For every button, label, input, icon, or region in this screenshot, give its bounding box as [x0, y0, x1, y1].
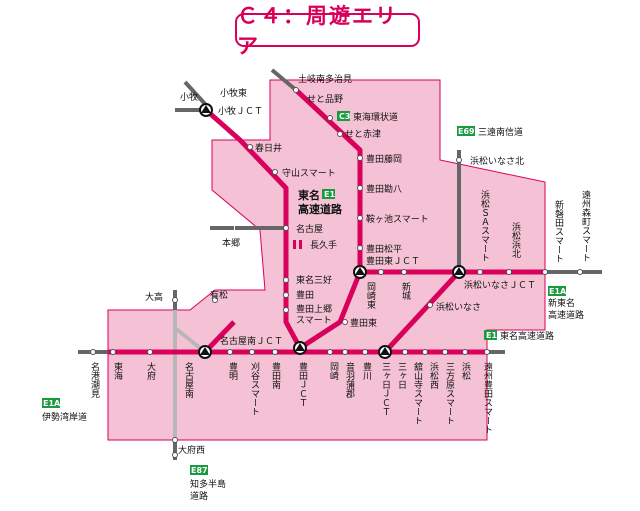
label-toyokawa: 豊川: [361, 361, 372, 380]
label-hamamatsu-nishi: 浜松西: [428, 362, 439, 390]
c3-name: 東海環状道: [353, 111, 398, 123]
label-toyota: 豊田: [296, 289, 314, 301]
label-hamamatsu-inasa: 浜松いなさ: [436, 301, 481, 313]
label-toyota-kamigo-2: スマート: [296, 316, 332, 326]
e69-name: 三遠南信道: [478, 126, 523, 138]
e69-badge-text: E69: [458, 127, 475, 136]
label-moriyama-smart: 守山スマート: [282, 167, 336, 179]
label-mikkabi-jct: 三ヶ日ＪＣＴ: [380, 362, 391, 416]
e1a-left-badge-text: E1A: [43, 399, 61, 408]
e87-name-2: 道路: [190, 490, 208, 502]
e1a-right-badge: E1A 新東名 高速道路: [548, 286, 584, 321]
e1-nagoya-badge-text: E1: [324, 190, 335, 199]
label-toki-minami-tajimi: 土岐南多治見: [298, 73, 352, 85]
label-nagakute: 長久手: [310, 239, 337, 251]
label-seto-shinagino: せと品野: [307, 94, 343, 105]
label-hamamatsu-hamakita: 浜松浜北: [510, 222, 521, 259]
ic-dots: [90, 87, 583, 458]
label-nagoya-minami-jct: 名古屋南ＪＣＴ: [220, 335, 283, 347]
label-toyota-higashi: 豊田東: [350, 317, 377, 329]
vertical-labels: 岡崎東 新城 浜松ＳＡスマート 浜松浜北 新磐田スマート 遠州森町スマート 名港…: [89, 189, 591, 434]
label-toyota-higashi-jct: 豊田東ＪＣＴ: [366, 255, 420, 267]
label-komaki: 小牧: [180, 91, 198, 103]
e1-right-badge-text: E1: [486, 331, 497, 340]
e69-badge: E69 三遠南信道: [457, 126, 523, 138]
ic-mark-bar-2: [299, 240, 302, 249]
label-nagoya: 名古屋: [296, 223, 323, 235]
label-toyota-fujioka: 豊田藤岡: [366, 153, 402, 165]
label-shin-iwata-smart: 新磐田スマート: [553, 199, 564, 263]
label-obu-nishi: 大府西: [178, 444, 205, 456]
c3-badge: C3 東海環状道: [337, 111, 398, 123]
label-otowa-gamagori: 音羽蒲郡: [344, 361, 355, 399]
e1a-left-name: 伊勢湾岸道: [42, 411, 87, 423]
label-nagoya-minato-shiohama: 名港潮見: [89, 361, 100, 399]
e1a-right-name-2: 高速道路: [548, 309, 584, 321]
label-komaki-higashi: 小牧東: [220, 87, 247, 99]
label-shinshiro: 新城: [400, 281, 411, 301]
label-toyota-matsudaira: 豊田松平: [366, 243, 402, 255]
label-nagoya-minami: 名古屋南: [183, 361, 194, 398]
horizontal-labels: 小牧 小牧東 小牧ＪＣＴ 土岐南多治見 せと品野 せと赤津 春日井 守山スマート…: [145, 73, 536, 456]
label-hamamatsu: 浜松: [460, 362, 471, 381]
label-tateyamaji-smart: 舘山寺スマート: [412, 361, 423, 425]
e1-nagoya-badge: E1 東名 高速道路: [298, 188, 343, 216]
label-komaki-jct: 小牧ＪＣＴ: [218, 105, 263, 117]
label-kuragaike-smart: 鞍ヶ池スマート: [366, 213, 429, 225]
label-toyota-jct: 豊田ＪＣＴ: [297, 361, 308, 407]
label-hamamatsu-inasa-jct: 浜松いなさＪＣＴ: [464, 279, 536, 291]
label-tomei-miyoshi: 東名三好: [296, 274, 332, 286]
jct-markers: [198, 103, 466, 359]
e1a-right-badge-text: E1A: [549, 287, 567, 296]
label-otaka: 大高: [145, 291, 163, 303]
label-toyota-kanpachi: 豊田勘八: [366, 183, 402, 195]
label-hongo: 本郷: [222, 237, 240, 249]
label-arimatsu: 有松: [210, 289, 228, 301]
e87-badge-text: E87: [191, 466, 208, 475]
label-enshu-morimachi-smart: 遠州森町スマート: [580, 189, 591, 262]
e87-badge: E87 知多半島 道路: [190, 465, 226, 502]
e87-name-1: 知多半島: [190, 478, 226, 490]
label-seto-akatsu: せと赤津: [345, 129, 381, 140]
label-obu: 大府: [145, 361, 156, 381]
e1a-left-badge: E1A 伊勢湾岸道: [42, 398, 87, 423]
page-title: Ｃ４：周遊エリア: [235, 4, 420, 58]
label-hamamatsu-inasa-kita: 浜松いなさ北: [470, 155, 524, 167]
e1-right-badge: E1 東名高速道路: [484, 330, 554, 342]
e1-right-name: 東名高速道路: [500, 330, 554, 342]
label-mikkabi: 三ヶ日: [396, 362, 407, 389]
label-toyota-minami: 豊田南: [270, 361, 281, 389]
e1-nagoya-name-1: 東名: [298, 188, 320, 202]
c3-badge-text: C3: [339, 112, 350, 121]
label-okazaki-higashi: 岡崎東: [365, 282, 376, 310]
label-hamamatsu-sa-smart: 浜松ＳＡスマート: [479, 190, 490, 262]
e1a-right-name-1: 新東名: [548, 297, 575, 309]
ic-mark-bar-1: [293, 240, 296, 249]
e1-nagoya-name-2: 高速道路: [298, 202, 343, 216]
label-enshu-toyoda-smart: 遠州豊田スマート: [482, 361, 493, 434]
label-okazaki: 岡崎: [328, 362, 339, 380]
label-toyoake: 豊明: [227, 361, 238, 381]
label-toyota-kamigo-1: 豊田上郷: [296, 303, 332, 315]
label-tokai: 東海: [112, 361, 123, 381]
label-kariya-smart: 刈谷スマート: [249, 361, 260, 416]
label-mikatahara-smart: 三方原スマート: [444, 362, 455, 425]
label-kasugai: 春日井: [255, 142, 282, 154]
